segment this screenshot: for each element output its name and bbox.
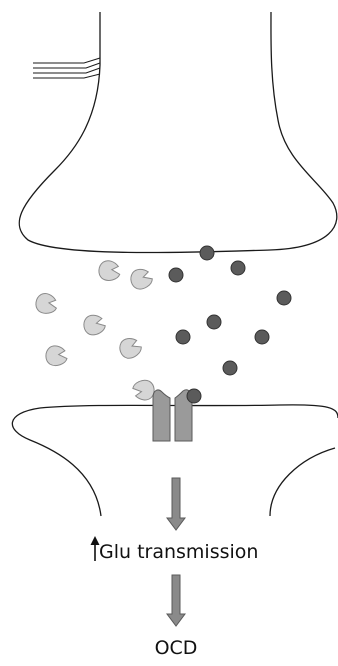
glutamate-particle [207,315,221,329]
receptor [153,390,192,441]
glutamate-particle [255,330,269,344]
blocker-particle [44,343,69,367]
glutamate-particle [277,291,291,305]
glu-transmission-label: Glu transmission [99,541,258,563]
glutamate-particle [176,330,190,344]
receptor-left-subunit [153,390,170,441]
axon-lines [33,58,100,78]
blocker-particles [35,259,157,403]
glutamate-particle [200,246,214,260]
glutamate-particles [169,246,291,403]
glutamate-particle [169,268,183,282]
blocker-particle [97,259,120,282]
presynaptic-terminal [19,12,337,253]
blocker-particle [80,312,107,339]
blocker-particle [127,265,154,292]
glutamate-particle [231,261,245,275]
glutamate-particle [223,361,237,375]
down-arrow-icon [167,478,185,530]
ocd-label: OCD [155,637,198,659]
down-arrow-icon [167,575,185,626]
glutamate-particle [187,389,201,403]
blocker-particle [35,293,57,315]
blocker-particle [116,334,144,362]
